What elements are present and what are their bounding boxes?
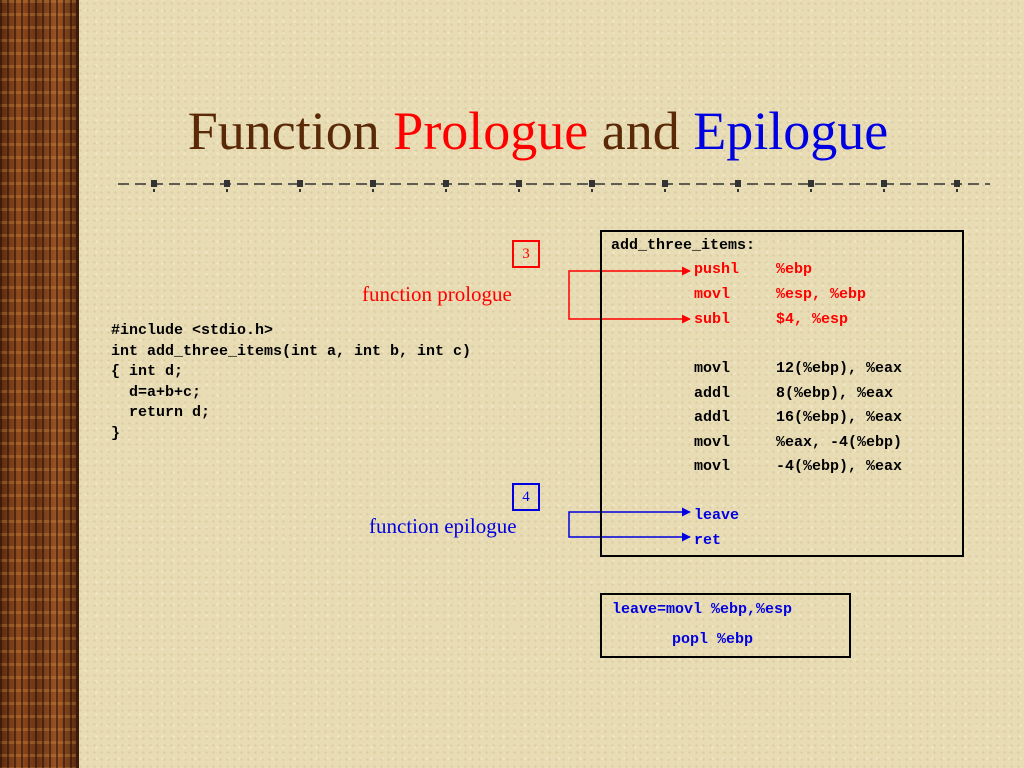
asm-operands: $4, %esp (776, 311, 849, 328)
asm-opcode: movl (694, 434, 731, 451)
epilogue-label: function epilogue (369, 514, 517, 538)
asm-operands: 8(%ebp), %eax (776, 385, 894, 402)
prologue-arrow-bottom (568, 296, 691, 324)
asm-operands: %eax, -4(%ebp) (776, 434, 903, 451)
asm-operands: %ebp (776, 261, 813, 278)
asm-opcode: movl (694, 458, 731, 475)
prologue-label: function prologue (362, 282, 512, 306)
title-and-text: and (588, 101, 694, 161)
c-line: } (111, 424, 121, 442)
asm-opcode: pushl (694, 261, 740, 278)
assembly-header: add_three_items: (611, 237, 756, 254)
prologue-arrow-top (568, 266, 691, 296)
c-line: int add_three_items(int a, int b, int c) (111, 342, 472, 360)
epilogue-arrow-top (568, 507, 691, 524)
wood-sidebar (0, 0, 79, 768)
leave-note-line2: popl %ebp (672, 631, 754, 648)
c-source-code: #include <stdio.h> int add_three_items(in… (111, 321, 471, 444)
title-prologue-text: Prologue (393, 101, 589, 161)
asm-opcode: movl (694, 360, 731, 377)
slide-title: Function Prologue and Epilogue (78, 96, 998, 166)
asm-operands: 16(%ebp), %eax (776, 409, 903, 426)
asm-opcode: addl (694, 409, 731, 426)
asm-operands: %esp, %ebp (776, 286, 867, 303)
c-line: d=a+b+c; (111, 383, 202, 401)
epilogue-number-badge: 4 (512, 483, 540, 511)
title-function-text: Function (187, 101, 394, 161)
assembly-listing-box (600, 230, 964, 557)
asm-opcode: addl (694, 385, 731, 402)
leave-note-line1: leave=movl %ebp,%esp (612, 601, 793, 618)
asm-opcode: ret (694, 532, 722, 549)
asm-opcode: subl (694, 311, 731, 328)
asm-operands: -4(%ebp), %eax (776, 458, 903, 475)
leave-note-box: leave=movl %ebp,%esp popl %ebp (600, 593, 851, 658)
epilogue-arrow-bottom (568, 524, 691, 542)
asm-opcode: movl (694, 286, 731, 303)
asm-opcode: leave (694, 507, 740, 524)
c-line: { int d; (111, 363, 184, 380)
prologue-number-badge: 3 (512, 240, 540, 268)
asm-operands: 12(%ebp), %eax (776, 360, 903, 377)
c-line: return d; (111, 404, 211, 421)
c-line: #include <stdio.h> (111, 322, 274, 339)
decorative-divider (118, 180, 990, 192)
title-epilogue-text: Epilogue (693, 101, 889, 161)
